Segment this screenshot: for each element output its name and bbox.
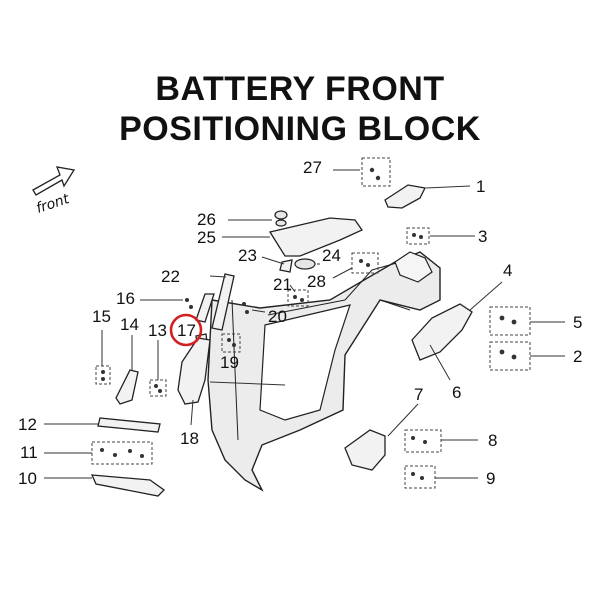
part-22 [211, 273, 235, 331]
part-7 [344, 429, 386, 471]
callout-9: 9 [486, 469, 495, 488]
part-25 [268, 217, 363, 257]
callout-21: 21 [273, 275, 292, 294]
callout-13: 13 [148, 321, 167, 340]
callout-12: 12 [18, 415, 37, 434]
callout-15: 15 [92, 307, 111, 326]
callout-22: 22 [161, 267, 180, 286]
callout-7: 7 [414, 385, 423, 404]
callout-1: 1 [476, 177, 485, 196]
callout-19: 19 [220, 353, 239, 372]
callout-8: 8 [488, 431, 497, 450]
part-18 [177, 337, 211, 405]
callout-20: 20 [268, 307, 287, 326]
part-12 [97, 417, 161, 433]
part-14 [115, 369, 139, 405]
callout-25: 25 [197, 228, 216, 247]
callout-27: 27 [303, 158, 322, 177]
main-frame [207, 251, 441, 492]
part-1 [384, 184, 426, 209]
front-arrow-icon [32, 166, 76, 196]
part-16 [195, 293, 215, 323]
diagram-title-line-1: BATTERY FRONT [155, 70, 445, 108]
callout-3: 3 [478, 227, 487, 246]
part-23 [279, 259, 293, 273]
part-6 [411, 303, 473, 361]
callout-5: 5 [573, 313, 582, 332]
callout-17: 17 [177, 321, 196, 340]
callout-10: 10 [18, 469, 37, 488]
callout-24: 24 [322, 246, 341, 265]
highlight-circle [169, 313, 203, 347]
callout-26: 26 [197, 210, 216, 229]
callout-28: 28 [307, 272, 326, 291]
callout-11: 11 [20, 443, 38, 462]
callout-2: 2 [573, 347, 582, 366]
callout-6: 6 [452, 383, 461, 402]
callout-14: 14 [120, 315, 139, 334]
front-label: front [34, 191, 71, 217]
part-10 [90, 474, 166, 497]
callout-18: 18 [180, 429, 199, 448]
callout-4: 4 [503, 261, 512, 280]
callout-16: 16 [116, 289, 135, 308]
diagram-title-line-2: POSITIONING BLOCK [119, 110, 481, 148]
callout-23: 23 [238, 246, 257, 265]
